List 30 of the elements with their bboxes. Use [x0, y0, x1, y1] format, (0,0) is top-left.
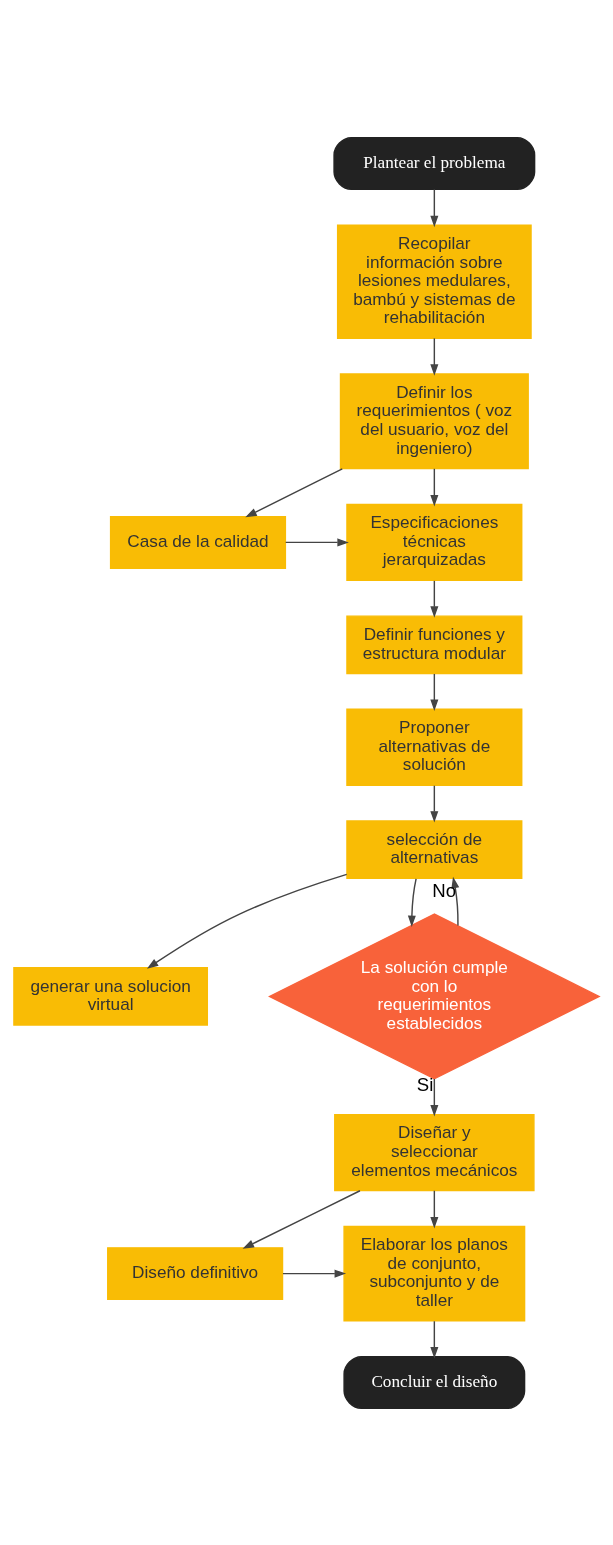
- edge-label: No: [432, 879, 457, 901]
- arrow: [430, 1189, 439, 1228]
- arrow: [430, 1320, 439, 1358]
- arrow: [430, 1077, 439, 1116]
- arrow: [430, 467, 439, 507]
- arrow: [430, 579, 439, 618]
- node-box: Elaborar los planos de conjunto, subconjunto y de taller: [343, 1225, 526, 1322]
- node-box: Definir los requerimientos ( voz del usuario, voz del ingeniero): [339, 372, 529, 469]
- arrow: [245, 467, 343, 517]
- arrow: [451, 876, 460, 926]
- arrow: [407, 877, 417, 927]
- arrow: [146, 873, 348, 969]
- node-box: Diseñar y seleccionar elementos mecánicos: [334, 1113, 535, 1191]
- node-box: Plantear el problema: [333, 136, 536, 190]
- arrow: [430, 784, 439, 823]
- node-box: Especificaciones técnicas jerarquizadas: [346, 503, 523, 581]
- node-box: Recopilar información sobre lesiones medulares, bambú y sistemas de rehabilitación: [336, 223, 532, 339]
- node-box: Definir funciones y estructura modular: [346, 614, 523, 674]
- arrow: [285, 537, 349, 546]
- arrow: [430, 337, 439, 376]
- arrow: [242, 1189, 361, 1249]
- node-box: generar una solucion virtual: [13, 966, 209, 1026]
- arrow: [282, 1269, 347, 1278]
- node-box: Proponer alternativas de solución: [346, 708, 523, 786]
- node-box: Diseño definitivo: [107, 1246, 284, 1300]
- node-box: Casa de la calidad: [109, 515, 287, 569]
- arrow: [430, 672, 439, 711]
- node-box: selección de alternativas: [346, 819, 523, 879]
- arrow: [430, 188, 439, 227]
- node-box: Concluir el diseño: [343, 1355, 526, 1409]
